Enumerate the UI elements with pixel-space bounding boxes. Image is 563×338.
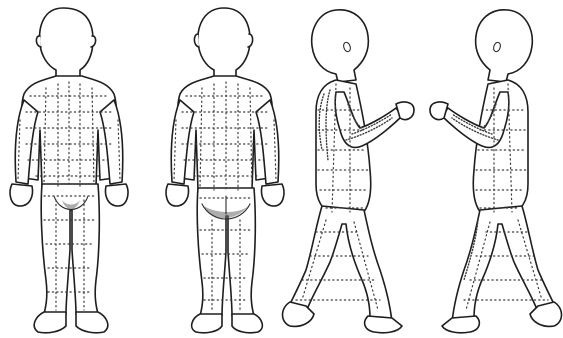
child-figure-front bbox=[10, 8, 128, 333]
child-figure-side-left bbox=[283, 10, 415, 333]
child-figure-side-right bbox=[430, 10, 562, 333]
child-figure-back bbox=[166, 8, 284, 333]
